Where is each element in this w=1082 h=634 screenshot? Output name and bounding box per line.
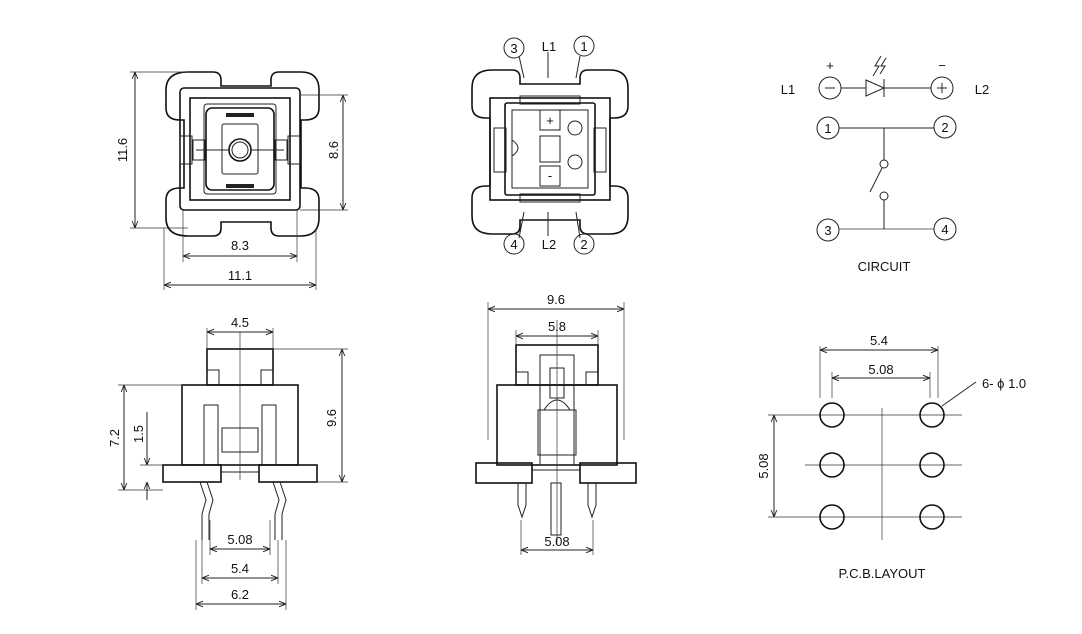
dim-6-2: 6.2 bbox=[231, 587, 249, 602]
dim-9-6-front: 9.6 bbox=[547, 292, 565, 307]
circuit-caption: CIRCUIT bbox=[858, 259, 911, 274]
pcb-hole bbox=[819, 452, 845, 478]
pcb-hole bbox=[919, 452, 945, 478]
pin-3-label: 3 bbox=[510, 41, 517, 56]
minus-mark: - bbox=[548, 168, 552, 183]
dim-4-5: 4.5 bbox=[231, 315, 249, 330]
pcb-hole-note: 6- ϕ 1.0 bbox=[982, 376, 1026, 391]
l1-label: L1 bbox=[542, 39, 556, 54]
dim-5-8: 5.8 bbox=[548, 319, 566, 334]
pin-2-label: 2 bbox=[580, 237, 587, 252]
pin-1-label: 1 bbox=[580, 39, 587, 54]
dim-11-6: 11.6 bbox=[115, 138, 130, 162]
bottom-view-middle: + - 3 1 4 2 L1 L2 bbox=[471, 35, 629, 255]
pcb-hole bbox=[919, 504, 945, 530]
l2-label: L2 bbox=[542, 237, 556, 252]
side-view-left: 4.5 9.6 7.2 1.5 5.08 5.4 6.2 bbox=[107, 315, 348, 610]
front-view-middle: 9.6 5.8 5.08 bbox=[475, 292, 637, 555]
pcb-hole bbox=[919, 402, 945, 428]
pcb-dim-5-08-h: 5.08 bbox=[868, 362, 893, 377]
pcb-dim-5-4: 5.4 bbox=[870, 333, 888, 348]
dim-5-4-side: 5.4 bbox=[231, 561, 249, 576]
pcb-layout: 5.4 5.08 5.08 6- ϕ 1.0 P.C.B.LAYOUT bbox=[756, 333, 1026, 581]
circuit-pin-3: 3 bbox=[824, 223, 831, 238]
dim-9-6-side: 9.6 bbox=[324, 409, 339, 427]
dim-11-1: 11.1 bbox=[228, 268, 252, 283]
top-view-left: 11.6 8.6 8.3 11.1 bbox=[115, 71, 348, 290]
pcb-dim-5-08-v: 5.08 bbox=[756, 453, 771, 478]
circuit-l1: L1 bbox=[781, 82, 795, 97]
dim-7-2: 7.2 bbox=[107, 429, 122, 447]
circuit-minus: − bbox=[938, 58, 946, 73]
circuit-pin-1: 1 bbox=[824, 121, 831, 136]
circuit-l2: L2 bbox=[975, 82, 989, 97]
plus-mark: + bbox=[546, 113, 554, 128]
dim-5-08-front: 5.08 bbox=[544, 534, 569, 549]
pcb-hole bbox=[819, 504, 845, 530]
circuit-plus: + bbox=[826, 58, 834, 73]
dim-5-08-side: 5.08 bbox=[227, 532, 252, 547]
dim-1-5: 1.5 bbox=[131, 425, 146, 443]
circuit-pin-2: 2 bbox=[941, 120, 948, 135]
dim-8-6: 8.6 bbox=[326, 141, 341, 159]
pin-4-label: 4 bbox=[510, 237, 517, 252]
circuit-diagram: L1 L2 + − 1 2 3 4 CIRCUIT bbox=[781, 55, 989, 274]
pcb-caption: P.C.B.LAYOUT bbox=[839, 566, 926, 581]
pcb-hole bbox=[819, 402, 845, 428]
dim-8-3: 8.3 bbox=[231, 238, 249, 253]
circuit-pin-4: 4 bbox=[941, 222, 948, 237]
